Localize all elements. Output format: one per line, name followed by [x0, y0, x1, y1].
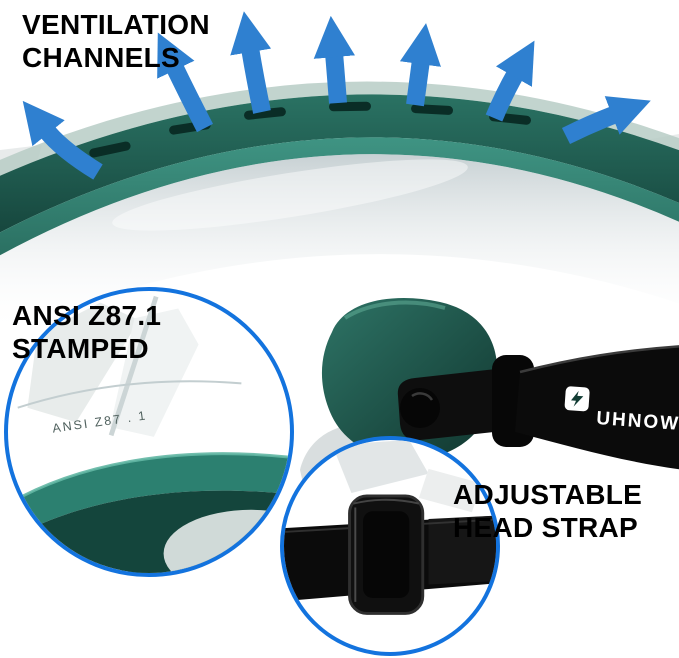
ansi-stamped-label: ANSI Z87.1 STAMPED: [12, 299, 161, 365]
up-arrow-icon: [485, 40, 535, 122]
strap-pivot-highlight: [411, 392, 434, 401]
strap-label-line2: HEAD STRAP: [453, 512, 639, 543]
frame-teal-band-edge: [8, 452, 290, 506]
lens-reflection-line: [108, 295, 159, 437]
lens-glare: [163, 509, 290, 573]
frame-inner-lip: [0, 137, 679, 256]
lens-reflection: [110, 308, 199, 437]
ventilation-slot: [328, 101, 371, 112]
strap-label-line1: ADJUSTABLE: [453, 479, 643, 510]
strap-band-sheen: [428, 515, 496, 585]
adjustable-head-strap-label: ADJUSTABLE HEAD STRAP: [453, 478, 642, 544]
head-strap-edge-highlight: [519, 345, 679, 374]
ansi-inset-circle: ANSI Z87 . 1: [4, 287, 294, 577]
ventilation-slot: [411, 104, 454, 115]
up-arrow-icon: [157, 32, 214, 133]
strap-buckle-highlight: [353, 498, 420, 505]
up-arrow-icon: [230, 11, 272, 114]
frame-teal-band: [8, 453, 290, 541]
lens-reflection: [27, 302, 140, 423]
ansi-label-line1: ANSI Z87.1: [12, 300, 162, 331]
up-arrow-icon: [313, 15, 355, 104]
frame-edge-line: [17, 380, 242, 409]
up-arrow-icon: [561, 96, 651, 145]
uhnow-logo-icon: [564, 386, 590, 412]
ventilation-label-line1: VENTILATION: [22, 9, 210, 40]
ventilation-label-line2: CHANNELS: [22, 42, 180, 73]
up-arrow-icon: [399, 23, 441, 107]
ansi-inset-content: [8, 295, 290, 573]
ventilation-slot: [89, 141, 131, 158]
airflow-arrows: [22, 11, 651, 180]
strap-inset-content: [284, 440, 496, 615]
lens-glare: [112, 159, 468, 231]
up-arrow-icon: [22, 100, 103, 180]
ansi-label-line2: STAMPED: [12, 333, 149, 364]
strap-inset-circle: [280, 436, 500, 656]
background-strap-shape: [418, 468, 482, 513]
background-strap-shape: [332, 440, 429, 493]
head-strap: [515, 346, 679, 470]
ventilation-channels-label: VENTILATION CHANNELS: [22, 8, 210, 74]
strap-buckle-slot: [363, 511, 410, 599]
goggle-top-frame: [0, 81, 679, 333]
goggle-body-highlight: [343, 300, 446, 320]
lens-reflection-area: [0, 154, 679, 333]
